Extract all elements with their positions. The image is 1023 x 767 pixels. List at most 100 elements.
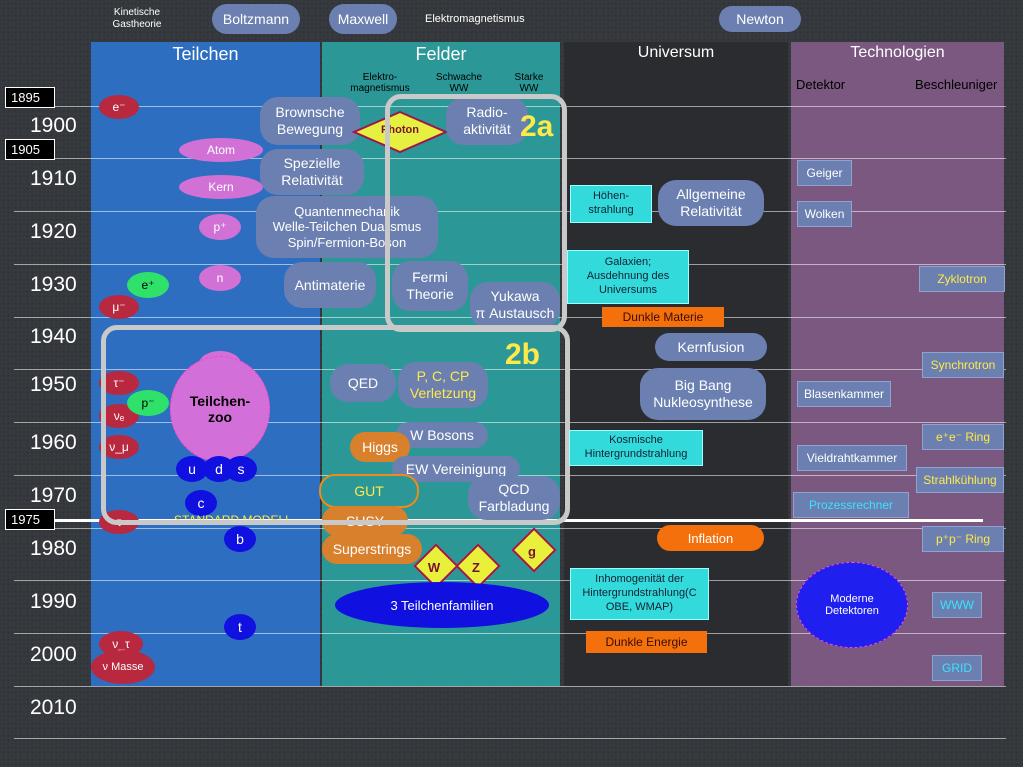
yukawa-pill: Yukawa π Austausch: [470, 282, 560, 328]
muon-oval: μ⁻: [99, 295, 139, 319]
boltzmann-pill: Boltzmann: [212, 4, 300, 34]
label-2b: 2b: [505, 338, 541, 371]
year-label-2000: 2000: [30, 643, 77, 666]
dark-energy-box: Dunkle Energie: [586, 631, 707, 653]
fusion-pill: Kernfusion: [655, 333, 767, 361]
nu-mass-oval: ν Masse: [91, 650, 155, 684]
cosmic-rays-box: Höhen- strahlung: [570, 185, 652, 223]
gridline-1950: [14, 369, 1006, 370]
big-bang-pill: Big Bang Nukleosynthese: [640, 368, 766, 420]
gridline-1930: [14, 264, 1006, 265]
superstrings-pill: Superstrings: [322, 534, 422, 564]
quantum-mechanics-pill: Quantenmechanik Welle-Teilchen Dualismus…: [256, 196, 438, 258]
general-relativity-pill: Allgemeine Relativität: [658, 180, 764, 226]
neutron-oval: n: [199, 265, 241, 291]
detektor-header: Detektor: [796, 77, 846, 92]
synchrotron-box: Synchrotron: [922, 352, 1004, 378]
ee-ring-box: e⁺e⁻ Ring: [922, 424, 1004, 450]
year-label-1920: 1920: [30, 220, 77, 243]
label-2a: 2a: [520, 110, 554, 143]
maxwell-pill: Maxwell: [329, 4, 397, 34]
year-label-1980: 1980: [30, 537, 77, 560]
gridline-1990: [14, 580, 1006, 581]
special-relativity-pill: Spezielle Relativität: [260, 149, 364, 195]
qcd-pill: QCD Farbladung: [468, 476, 560, 520]
brownian-motion-pill: Brownsche Bewegung: [260, 97, 360, 145]
beschleuniger-header: Beschleuniger: [915, 77, 998, 92]
inhomogeneity-box: Inhomogenität der Hintergrundstrahlung(C…: [570, 568, 709, 620]
dark-matter-box: Dunkle Materie: [602, 307, 724, 327]
teilchenzoo-oval: Teilchen- zoo: [170, 356, 270, 462]
newton-pill: Newton: [719, 6, 801, 32]
modern-detectors-oval: Moderne Detektoren: [796, 562, 908, 648]
cmb-box: Kosmische Hintergrundstrahlung: [569, 430, 703, 466]
fermi-theory-pill: Fermi Theorie: [392, 261, 468, 311]
u-quark-oval: u: [176, 456, 208, 482]
beam-cooling-box: Strahlkühlung: [916, 467, 1004, 493]
universum-title: Universum: [637, 44, 715, 61]
gridline-2010: [14, 686, 1006, 687]
cloud-chamber-box: Wolken: [797, 201, 852, 227]
year-label-1900: 1900: [30, 114, 77, 137]
qed-pill: QED: [330, 364, 396, 402]
year-label-2010: 2010: [30, 696, 77, 719]
photon-label: Photon: [381, 124, 419, 136]
year-label-1990: 1990: [30, 590, 77, 613]
gut-pill: GUT: [319, 474, 419, 508]
process-computer-box: Prozessrechner: [793, 492, 909, 518]
three-families-oval: 3 Teilchenfamilien: [335, 582, 549, 628]
cp-violation-pill: P, C, CP Verletzung: [398, 362, 488, 408]
antiproton-oval: p⁻: [127, 390, 169, 416]
technologien-title: Technologien: [850, 44, 945, 61]
kern-oval: Kern: [179, 175, 263, 199]
year-label-1930: 1930: [30, 273, 77, 296]
geiger-box: Geiger: [797, 160, 852, 186]
pp-ring-box: p⁺p⁻ Ring: [922, 526, 1004, 552]
gridline-1920: [14, 211, 1006, 212]
c-quark-oval: c: [185, 490, 217, 516]
em-label: Elektromagnetismus: [425, 13, 525, 25]
proton-oval: p⁺: [199, 214, 241, 240]
felder-sub-strong: Starke WW: [514, 72, 544, 94]
antimatter-pill: Antimaterie: [284, 262, 376, 308]
gridline-2020: [14, 738, 1006, 739]
z-boson-label: Z: [472, 560, 480, 575]
gridline-1960: [14, 422, 1006, 423]
wire-chamber-box: Vieldrahtkammer: [797, 445, 907, 471]
yearbox-1905: 1905: [5, 139, 55, 160]
electron-oval: e⁻: [99, 95, 139, 119]
galaxies-box: Galaxien; Ausdehnung des Universums: [567, 250, 689, 304]
felder-title: Felder: [415, 44, 467, 64]
positron-oval: e⁺: [127, 272, 169, 298]
year-label-1910: 1910: [30, 167, 77, 190]
year-label-1940: 1940: [30, 325, 77, 348]
photon-diamond-shape: [351, 110, 449, 154]
grid-box: GRID: [932, 655, 982, 681]
atom-oval: Atom: [179, 138, 263, 162]
radioactivity-pill: Radio- aktivität: [446, 97, 528, 145]
bubble-chamber-box: Blasenkammer: [797, 381, 891, 407]
yearbox-1895: 1895: [5, 87, 55, 108]
www-box: WWW: [932, 592, 982, 618]
gridline-1980: [14, 528, 1006, 529]
w-boson-label: W: [427, 560, 441, 575]
photon-diamond: Photon: [351, 110, 449, 154]
w-bosons-pill: W Bosons: [396, 422, 488, 448]
inflation-pill: Inflation: [657, 525, 764, 551]
yearbox-1975: 1975: [5, 509, 55, 530]
year-label-1950: 1950: [30, 373, 77, 396]
t-quark-oval: t: [224, 614, 256, 640]
felder-sub-em: Elektro- magnetismus: [350, 72, 410, 94]
kinetic-gas-theory: Kinetische Gastheorie: [112, 7, 162, 30]
gluon-label: g: [528, 544, 536, 559]
gridline-1910: [14, 158, 1006, 159]
gridline-2000: [14, 633, 1006, 634]
year-label-1970: 1970: [30, 484, 77, 507]
b-quark-oval: b: [224, 526, 256, 552]
s-quark-oval: s: [225, 456, 257, 482]
teilchen-title: Teilchen: [172, 44, 239, 64]
box-2b: [101, 325, 570, 525]
year-label-1960: 1960: [30, 431, 77, 454]
cyclotron-box: Zyklotron: [919, 266, 1005, 292]
higgs-pill: Higgs: [350, 432, 410, 462]
